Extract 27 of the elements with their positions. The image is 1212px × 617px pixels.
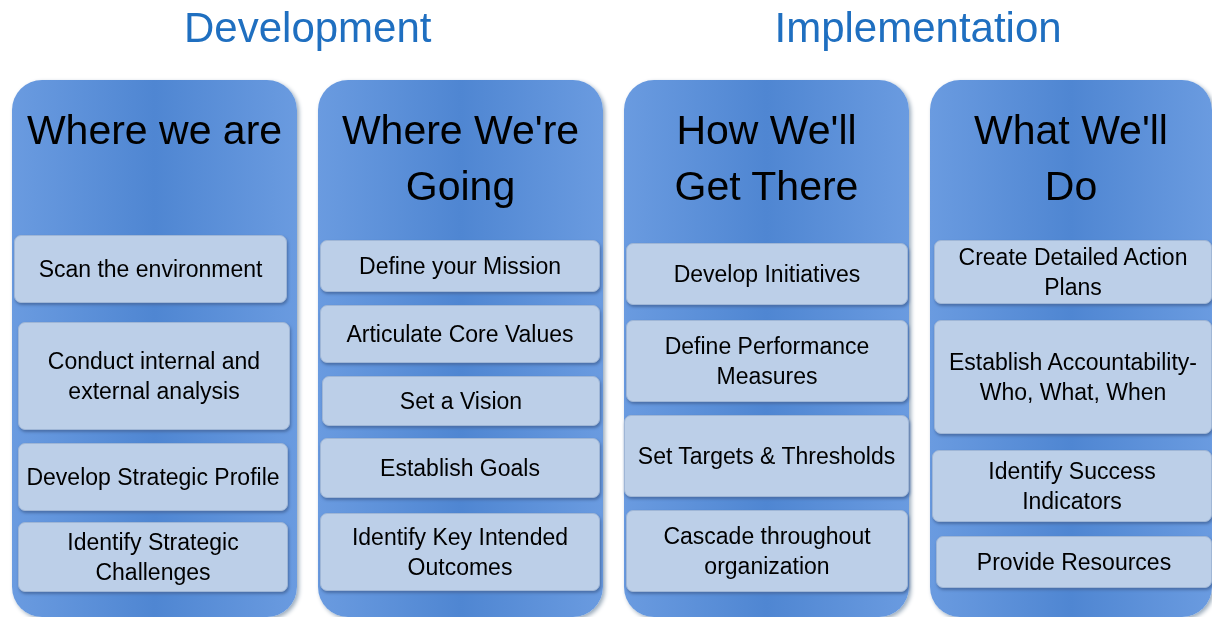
step-card: Define your Mission — [320, 240, 600, 292]
step-card: Identify Key Intended Outcomes — [320, 513, 600, 591]
step-card: Scan the environment — [14, 235, 287, 303]
column-panel — [318, 80, 603, 617]
step-card: Define Performance Measures — [626, 320, 908, 402]
column-heading: What We'll Do — [973, 106, 1169, 211]
step-card: Establish Goals — [320, 438, 600, 498]
column-panel — [624, 80, 909, 617]
column-panel — [930, 80, 1212, 617]
column-heading: Where we are — [25, 106, 284, 155]
section-title: Development — [184, 4, 432, 52]
step-card: Develop Initiatives — [626, 243, 908, 305]
step-card: Create Detailed Action Plans — [934, 240, 1212, 304]
step-card: Establish Accountability-Who, What, When — [934, 320, 1212, 434]
column-heading: How We'll Get There — [673, 106, 860, 211]
step-card: Set a Vision — [322, 376, 600, 426]
column-heading: Where We're Going — [340, 106, 581, 211]
step-card: Set Targets & Thresholds — [624, 415, 909, 497]
step-card: Provide Resources — [936, 536, 1212, 588]
step-card: Identify Strategic Challenges — [18, 522, 288, 592]
section-title: Implementation — [774, 4, 1062, 52]
step-card: Identify Success Indicators — [932, 450, 1212, 522]
step-card: Cascade throughout organization — [626, 510, 908, 592]
step-card: Articulate Core Values — [320, 305, 600, 363]
step-card: Conduct internal and external analysis — [18, 322, 290, 430]
column-panel — [12, 80, 297, 617]
step-card: Develop Strategic Profile — [18, 443, 288, 511]
